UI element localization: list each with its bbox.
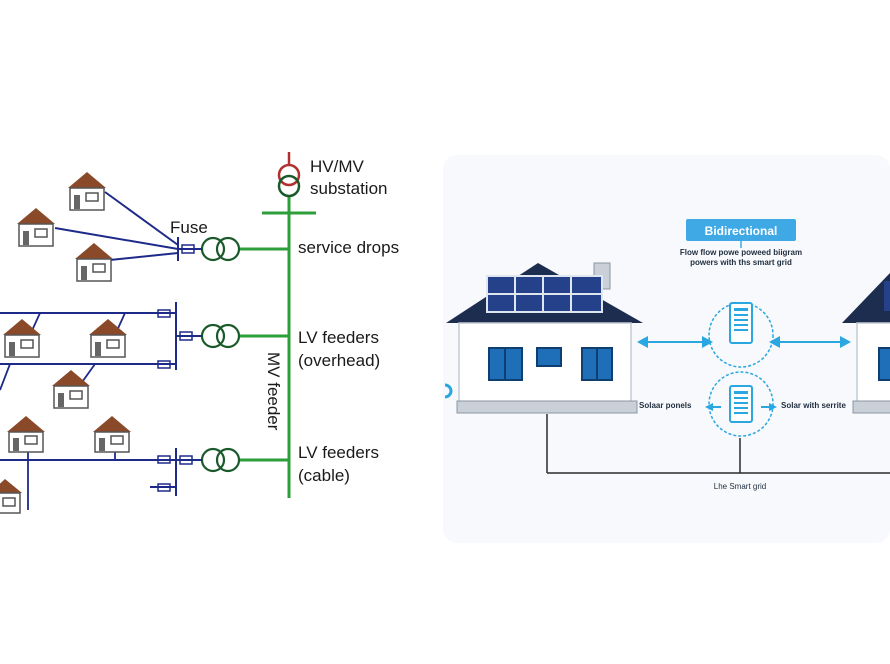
smart-meter-lower-icon bbox=[708, 371, 774, 437]
fuse-label: Fuse bbox=[170, 218, 208, 237]
bidirectional-arrow-left-icon bbox=[637, 336, 713, 348]
smart-grid-label: Lhe Smart grid bbox=[714, 482, 766, 491]
distribution-network-diagram: HV/MV substation Fuse service drops bbox=[0, 140, 430, 520]
house-icon bbox=[89, 319, 127, 358]
mv-feeder-label: MV feeder bbox=[264, 352, 283, 431]
smart-meter-upper-icon bbox=[708, 302, 774, 368]
house-icon bbox=[3, 319, 41, 358]
right-house-icon bbox=[842, 273, 890, 414]
house-icon bbox=[17, 208, 55, 247]
smart-grid-diagram: Lhe Smart grid Bidirectional Flow flow p… bbox=[443, 155, 890, 543]
substation-transformer-icon bbox=[277, 152, 301, 198]
house-icon bbox=[7, 416, 45, 453]
house-icon bbox=[0, 479, 22, 514]
lv-cable-label-line2: (cable) bbox=[298, 466, 350, 485]
subtitle-line1: Flow flow powe poweed biigram bbox=[680, 248, 802, 257]
transformer-overhead-icon bbox=[200, 323, 241, 349]
lv-overhead-label-line2: (overhead) bbox=[298, 351, 380, 370]
house-icon bbox=[75, 243, 113, 282]
fuse-icon bbox=[179, 331, 193, 341]
lv-overhead-label-line1: LV feeders bbox=[298, 328, 379, 347]
left-house-label: Solaar ponels bbox=[639, 401, 692, 410]
transformer-cable-icon bbox=[200, 447, 241, 473]
substation-label-line1: HV/MV bbox=[310, 157, 365, 176]
right-house-label: Solar with serrite bbox=[781, 401, 846, 410]
fuse-icon bbox=[181, 244, 195, 254]
house-icon bbox=[93, 416, 131, 453]
subtitle-line2: powers with ths smart grid bbox=[690, 258, 792, 267]
bidirectional-arrow-right-icon bbox=[769, 336, 851, 348]
arc-decoration bbox=[444, 383, 453, 399]
lv-cable-label-line1: LV feeders bbox=[298, 443, 379, 462]
transformer-service-drops-icon bbox=[200, 236, 241, 262]
house-icon bbox=[68, 172, 106, 211]
house-icon bbox=[52, 370, 90, 409]
solar-panels-icon bbox=[486, 275, 603, 313]
title-badge-text: Bidirectional bbox=[705, 224, 778, 238]
substation-label-line2: substation bbox=[310, 179, 388, 198]
title-badge bbox=[686, 219, 796, 241]
fuse-icon bbox=[179, 455, 193, 465]
service-drops-label: service drops bbox=[298, 238, 399, 257]
